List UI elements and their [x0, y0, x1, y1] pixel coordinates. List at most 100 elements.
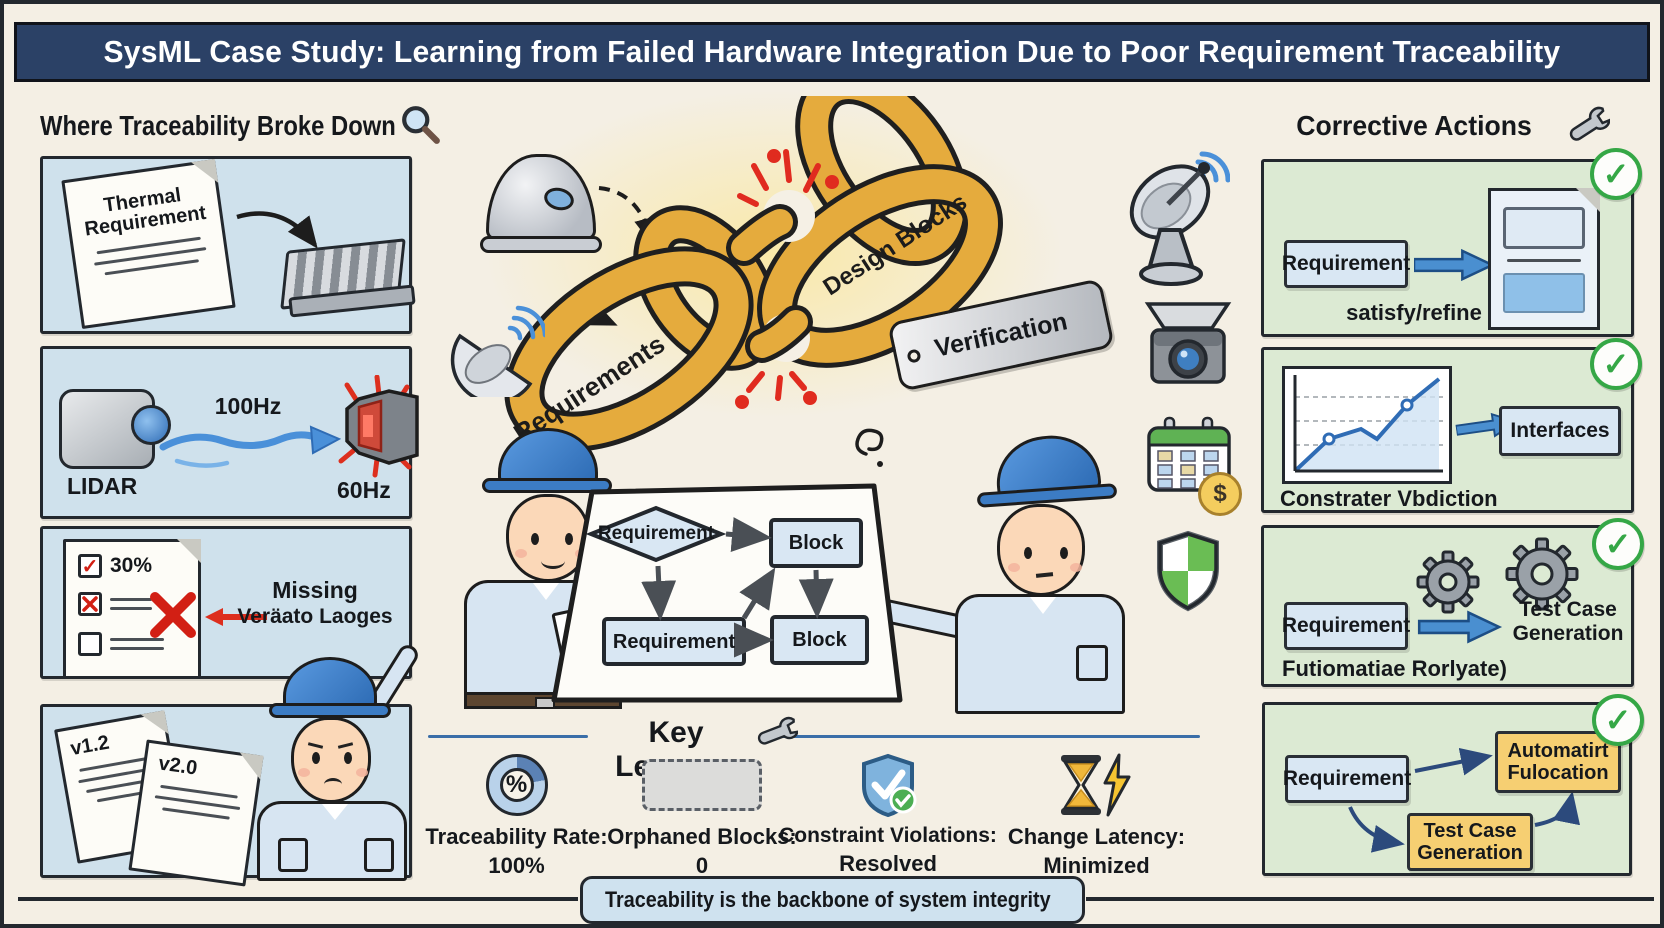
check-glyph: ✓: [1604, 702, 1632, 738]
hourglass-bolt-icon: [1060, 753, 1130, 817]
interfaces-box: Interfaces: [1499, 406, 1621, 456]
checkbox-checked: ✓: [78, 554, 102, 578]
percent-glyph: %: [505, 771, 528, 798]
panel-missing-links: ✓ 30% Missing Veräa: [40, 526, 412, 679]
divider-line: [428, 735, 588, 738]
right-section-heading: Corrective Actions: [1296, 110, 1532, 141]
lesson-traceability-rate: % Traceability Rate: 100%: [424, 752, 609, 879]
percent-donut-icon: %: [485, 754, 548, 816]
belt-buckle: [535, 697, 555, 709]
engineer-right: [839, 428, 1132, 716]
checkbox-crossed: [78, 592, 102, 616]
diamond-node: [585, 505, 727, 563]
requirement-box: Requirement: [1282, 240, 1410, 288]
dollar-glyph: $: [1213, 480, 1227, 507]
panel-satisfy-refine: Requirement satisfy/refine: [1261, 159, 1634, 337]
collar: [1030, 597, 1056, 614]
thermal-requirement-document: Thermal Requirement: [61, 158, 236, 330]
satellite-dish-icon: [1129, 151, 1230, 286]
divider-line: [782, 735, 1200, 738]
lesson-orphaned-blocks: Orphaned Blocks: 0: [607, 752, 797, 879]
big-red-x-icon: [150, 592, 196, 638]
requirement-bottom-label: Requirement: [612, 630, 736, 653]
lesson-label: Change Latency:: [1007, 824, 1186, 849]
tag-label: Verification: [932, 306, 1070, 363]
half-dome-dish-illustration: [450, 305, 545, 397]
missing-links-note-line2: Veräato Laoges: [237, 605, 393, 628]
check-badge-icon: ✓: [1590, 148, 1642, 200]
allocation-arrows: [1348, 747, 1581, 853]
broken-chain-illustration: Requirements Design Blocks: [504, 96, 1003, 452]
blue-arrow: [1414, 248, 1494, 282]
device-label: LIDAR: [67, 473, 138, 499]
blue-arrow: [1417, 610, 1503, 644]
pocket: [1076, 645, 1108, 681]
worried-face: [291, 717, 371, 803]
baseline: [18, 897, 578, 901]
document-fold: [191, 158, 219, 187]
check-badge-icon: ✓: [1592, 694, 1644, 746]
focused-face: [997, 504, 1085, 596]
title-bar: SysML Case Study: Learning from Failed H…: [14, 22, 1650, 82]
receiver-conflict: [338, 375, 419, 478]
panel-version-confusion: v1.2 v2.0: [40, 641, 422, 887]
test-generation-caption: Futiomatiae Rorlyate): [1282, 656, 1507, 681]
rate-high-label: 100Hz: [214, 393, 282, 419]
magnifier-icon: [402, 106, 440, 144]
frown: [324, 778, 342, 791]
block-bottom-label: Block: [792, 628, 847, 651]
page-title: SysML Case Study: Learning from Failed H…: [103, 34, 1561, 69]
eyebrow: [307, 742, 324, 749]
requirement-box: Requirement: [1282, 602, 1410, 650]
banner-text: Traceability is the backbone of system i…: [605, 887, 1051, 912]
engineer-left: [442, 424, 675, 716]
engineer-body: [955, 594, 1125, 714]
test-case-generation-box: Test Case Generation: [1407, 813, 1533, 871]
dome-base: [480, 236, 602, 253]
diamond-label: Requirement: [597, 523, 715, 544]
line-chart-icon: [1293, 375, 1443, 473]
collar: [322, 804, 348, 820]
panel-thermal-requirement: Thermal Requirement: [40, 156, 416, 334]
percent-label: 30%: [110, 554, 153, 577]
wrench-icon: [1569, 106, 1610, 141]
document-section-filled: [1503, 273, 1585, 313]
check-glyph: ✓: [1604, 526, 1632, 562]
break-sparks: [735, 149, 839, 409]
trace-arrow: [236, 211, 318, 249]
test-generation-label: Test Case Generation: [1512, 598, 1624, 646]
smile: [541, 553, 565, 569]
automated-allocation-box: Automatirt Fulocation: [1495, 731, 1621, 793]
lidar-lens: [131, 405, 171, 445]
sysml-board: [551, 483, 903, 703]
lesson-change-latency: Change Latency: Minimized: [1004, 752, 1189, 879]
shield-icon: [1157, 530, 1219, 612]
panel-lidar-mismatch: 100Hz LIDAR 60Hz: [40, 346, 419, 519]
chain-links: [504, 96, 1003, 452]
lesson-value: Minimized: [1043, 853, 1150, 878]
red-check-glyph: ✓: [81, 555, 99, 578]
eyebrow: [337, 742, 354, 749]
lesson-label: Constraint Violations:: [779, 824, 997, 847]
bottom-banner: Traceability is the backbone of system i…: [580, 876, 1085, 924]
document-v2: v2.0: [128, 739, 264, 887]
panel-constraint-validation: Interfaces Constrater Vbdiction: [1261, 347, 1634, 513]
panel-automated-allocation: Requirement Automatirt Fulocation Test C…: [1262, 702, 1632, 876]
pocket: [364, 838, 394, 872]
collar: [533, 583, 559, 600]
pointing-arrow: [205, 608, 267, 626]
lesson-value: 100%: [488, 853, 545, 878]
dashed-arrow: [598, 186, 658, 246]
check-glyph: ✓: [1602, 346, 1630, 382]
document-fold: [177, 539, 201, 563]
document-title: Thermal Requirement: [83, 184, 208, 241]
shield-check-icon: [862, 753, 917, 817]
constraint-caption: Constrater Vbdiction: [1280, 486, 1498, 511]
requirement-box: Requirement: [1283, 755, 1411, 803]
left-section-heading: Where Traceability Broke Down: [40, 110, 396, 141]
constraint-chart: [1282, 366, 1452, 484]
confused-engineer: [251, 641, 422, 881]
signal-waves-icon: [507, 305, 545, 341]
dashed-block-icon: [642, 759, 762, 811]
